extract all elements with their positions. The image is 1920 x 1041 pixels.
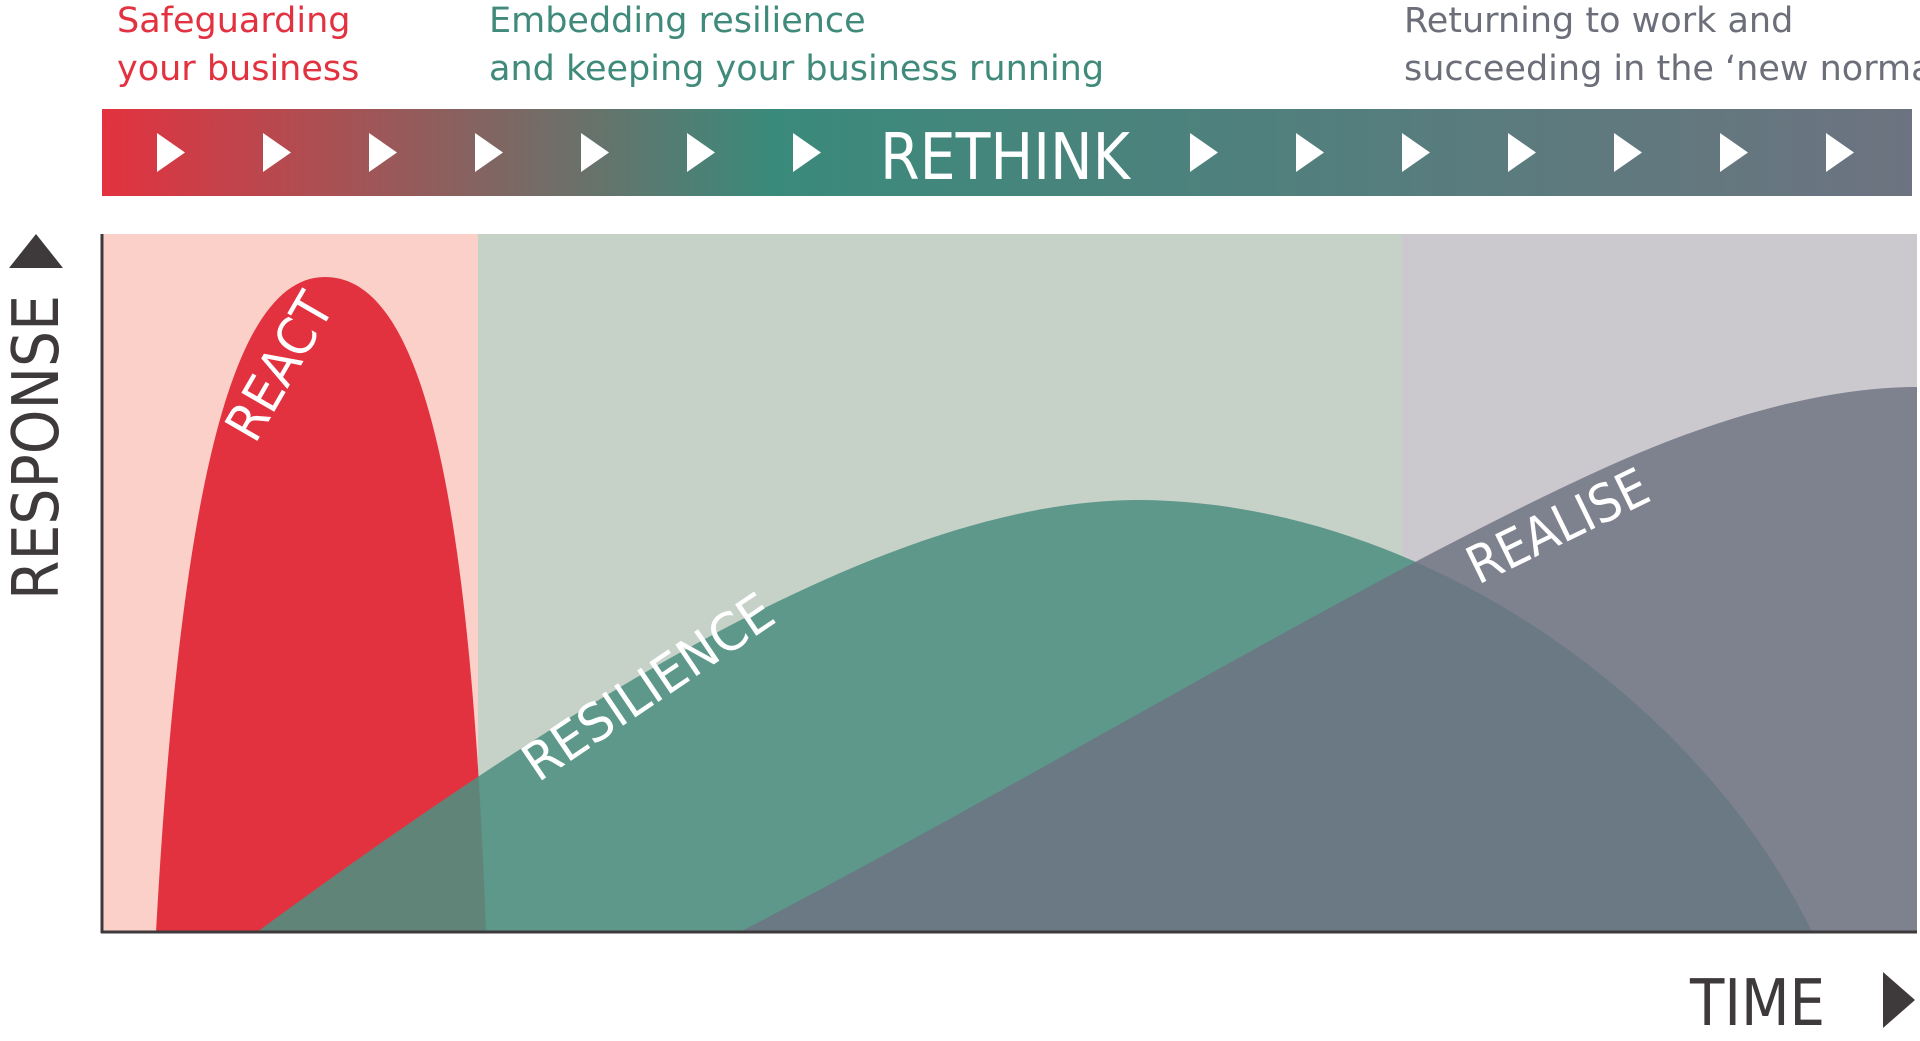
banner-play-triangle-icon-5 [581, 133, 609, 172]
banner-play-triangle-icon-9 [1296, 133, 1324, 172]
phase-returning-line2: succeeding in the ‘new normal’ [1404, 49, 1920, 89]
banner-play-triangle-icon-13 [1720, 133, 1748, 172]
phase-returning-line1: Returning to work and [1404, 1, 1793, 41]
phase-embedding-line1: Embedding resilience [489, 1, 866, 41]
react-curve [156, 277, 486, 932]
banner-arrows [157, 133, 1854, 172]
banner-play-triangle-icon-7 [793, 133, 821, 172]
banner-play-triangle-icon-10 [1402, 133, 1430, 172]
banner-play-triangle-icon-8 [1190, 133, 1218, 172]
phase-label-returning: Returning to work and succeeding in the … [1404, 1, 1920, 89]
banner-play-triangle-icon-3 [369, 133, 397, 172]
rethink-label: RETHINK [880, 121, 1132, 195]
phase-embedding-line2: and keeping your business running [489, 49, 1104, 89]
x-axis-arrow-icon [1883, 972, 1915, 1028]
banner-play-triangle-icon-12 [1614, 133, 1642, 172]
banner-play-triangle-icon-2 [263, 133, 291, 172]
banner-play-triangle-icon-4 [475, 133, 503, 172]
y-axis-label: RESPONSE [0, 295, 74, 600]
banner-play-triangle-icon-14 [1826, 133, 1854, 172]
banner-play-triangle-icon-1 [157, 133, 185, 172]
phase-label-embedding: Embedding resilience and keeping your bu… [489, 1, 1104, 89]
x-axis-label: TIME [1689, 967, 1825, 1041]
banner-play-triangle-icon-11 [1508, 133, 1536, 172]
rethink-banner [102, 109, 1912, 196]
phase-label-safeguarding: Safeguarding your business [117, 1, 362, 89]
phase-safeguarding-line2: your business [117, 49, 359, 89]
banner-play-triangle-icon-6 [687, 133, 715, 172]
realise-curve [740, 387, 1917, 932]
phase-safeguarding-line1: Safeguarding [117, 1, 350, 41]
y-axis-arrow-icon [9, 234, 63, 268]
